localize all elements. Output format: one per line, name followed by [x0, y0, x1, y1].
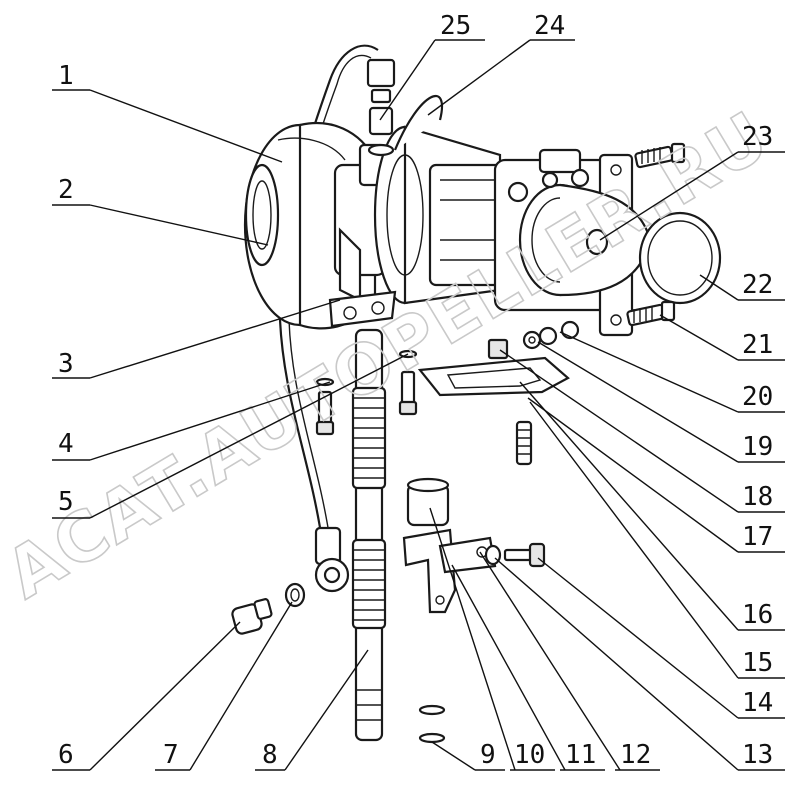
- label-25: 25: [440, 11, 471, 41]
- bearing-housing: [333, 143, 387, 302]
- label-4: 4: [58, 429, 74, 459]
- label-8: 8: [262, 740, 278, 770]
- label-6: 6: [58, 740, 74, 770]
- outlet-gasket-ring: [638, 211, 722, 305]
- label-15: 15: [742, 648, 773, 678]
- label-16: 16: [742, 600, 773, 630]
- label-18: 18: [742, 482, 773, 512]
- label-7: 7: [163, 740, 179, 770]
- label-17: 17: [742, 522, 773, 552]
- leader-lines: [52, 39, 785, 771]
- stud-17: [515, 420, 533, 466]
- stud-23: [634, 142, 686, 169]
- label-5: 5: [58, 487, 74, 517]
- banjo-fitting: [314, 526, 350, 593]
- fitting-25: [366, 58, 396, 157]
- label-11: 11: [565, 740, 596, 770]
- label-1: 1: [58, 61, 74, 91]
- nut-18: [487, 338, 509, 360]
- actuator-block: [493, 148, 652, 337]
- label-24: 24: [534, 11, 565, 41]
- oil-drain-hose: [351, 328, 387, 742]
- label-2: 2: [58, 175, 74, 205]
- parts-drawing: [231, 44, 722, 744]
- label-23: 23: [742, 122, 773, 152]
- label-3: 3: [58, 349, 74, 379]
- turbine-inlet-gasket: [417, 356, 570, 397]
- sleeve-10: [406, 477, 450, 527]
- label-12: 12: [620, 740, 651, 770]
- oil-drain-gasket: [328, 290, 397, 328]
- label-20: 20: [742, 382, 773, 412]
- label-14: 14: [742, 688, 773, 718]
- bolt-4-left: [315, 377, 335, 436]
- label-22: 22: [742, 270, 773, 300]
- label-21: 21: [742, 330, 773, 360]
- stud-21: [626, 300, 676, 327]
- label-9: 9: [480, 740, 496, 770]
- washer-19: [522, 330, 542, 350]
- label-13: 13: [742, 740, 773, 770]
- bracket-11: [402, 528, 497, 614]
- washer-7: [284, 582, 306, 608]
- turbine-housing: [373, 94, 527, 305]
- plug-6: [231, 598, 273, 635]
- label-10: 10: [514, 740, 545, 770]
- o-rings-9: [418, 704, 446, 744]
- callout-labels: 1 2 3 4 5 6 7 8 9 10 11 12 13 14 15 16 1…: [58, 11, 773, 770]
- nut-20: [538, 320, 580, 346]
- label-19: 19: [742, 432, 773, 462]
- bolt-13: [503, 542, 546, 568]
